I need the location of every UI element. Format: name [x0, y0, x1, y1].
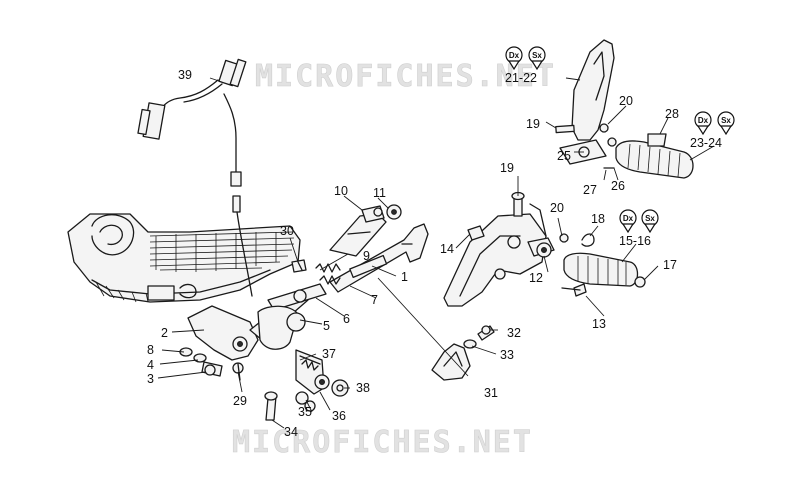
label-20a: 20 — [619, 94, 633, 108]
watermark-top: MICROFICHES.NET — [255, 59, 556, 94]
sx-badge-24: Sx — [717, 111, 735, 136]
svg-text:Sx: Sx — [532, 51, 542, 60]
label-23-24: 23-24 — [690, 136, 722, 150]
label-25: 25 — [557, 149, 571, 163]
engine-block — [67, 213, 301, 303]
label-31: 31 — [484, 386, 498, 400]
label-35: 35 — [298, 405, 312, 419]
sx-badge-22: Sx — [528, 46, 546, 71]
sx-badge-16: Sx — [641, 209, 659, 234]
svg-text:Sx: Sx — [721, 116, 731, 125]
label-14: 14 — [440, 242, 454, 256]
label-21-22: 21-22 — [505, 71, 537, 85]
label-29: 29 — [233, 394, 247, 408]
label-2: 2 — [161, 326, 168, 340]
label-37: 37 — [322, 347, 336, 361]
label-6: 6 — [343, 312, 350, 326]
label-28: 28 — [665, 107, 679, 121]
label-27: 27 — [583, 183, 597, 197]
label-38: 38 — [356, 381, 370, 395]
lower-bracket-linkage — [179, 283, 327, 381]
svg-text:Dx: Dx — [623, 214, 634, 223]
part-labels: 39 10 11 30 9 1 7 6 5 2 8 4 3 29 37 38 3… — [147, 68, 722, 439]
dx-badge-15: Dx — [619, 209, 637, 234]
svg-text:Dx: Dx — [509, 51, 520, 60]
watermark-bottom: MICROFICHES.NET — [232, 425, 533, 460]
label-7: 7 — [371, 293, 378, 307]
label-11: 11 — [373, 186, 386, 200]
footrest-plate — [443, 191, 555, 307]
label-39: 39 — [178, 68, 192, 82]
side-stand-assembly — [291, 204, 429, 293]
label-1: 1 — [401, 270, 408, 284]
label-4: 4 — [147, 358, 154, 372]
label-26: 26 — [611, 179, 625, 193]
label-8: 8 — [147, 343, 154, 357]
footrest-hook — [431, 325, 495, 381]
label-12: 12 — [529, 271, 543, 285]
rear-footrest-bracket — [555, 39, 617, 165]
svg-text:Dx: Dx — [698, 116, 709, 125]
label-20b: 20 — [550, 201, 564, 215]
svg-text:Sx: Sx — [645, 214, 655, 223]
label-9: 9 — [363, 249, 370, 263]
leader-lines — [157, 77, 715, 429]
label-3: 3 — [147, 372, 154, 386]
label-19b: 19 — [500, 161, 514, 175]
label-33: 33 — [500, 348, 514, 362]
dx-badge-21: Dx — [505, 46, 523, 71]
label-5: 5 — [323, 319, 330, 333]
sensor-cable-39 — [137, 58, 253, 297]
label-10: 10 — [334, 184, 348, 198]
label-36: 36 — [332, 409, 346, 423]
label-34: 34 — [284, 425, 298, 439]
footrest-rubber-lower — [559, 233, 646, 297]
label-30: 30 — [280, 224, 294, 238]
label-15-16: 15-16 — [619, 234, 651, 248]
label-17: 17 — [663, 258, 677, 272]
label-19a: 19 — [526, 117, 540, 131]
footrest-rubber-upper — [603, 133, 694, 179]
label-18: 18 — [591, 212, 605, 226]
label-13: 13 — [592, 317, 606, 331]
dx-badge-23: Dx — [694, 111, 712, 136]
stand-pivot-parts — [264, 349, 349, 421]
label-32: 32 — [507, 326, 521, 340]
